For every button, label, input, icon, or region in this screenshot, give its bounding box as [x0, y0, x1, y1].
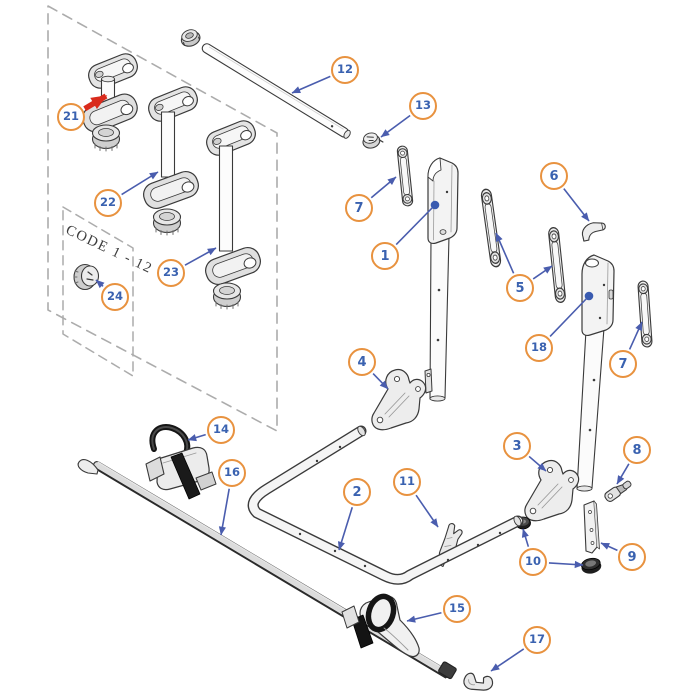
callout-18: 18: [525, 334, 553, 362]
callout-2: 2: [343, 478, 371, 506]
part-13-cap: [362, 132, 384, 149]
part-21-clamp: [78, 49, 142, 152]
callout-14: 14: [207, 416, 235, 444]
part-8-latch: [604, 480, 632, 502]
part-17-clip: [463, 672, 494, 691]
part-7-link-left: [396, 145, 414, 207]
callout-16: 16: [218, 459, 246, 487]
part-7-link-right: [637, 280, 653, 348]
callout-24: 24: [101, 283, 129, 311]
part-22-clamp: [139, 82, 203, 236]
part-5-link-b: [547, 226, 567, 304]
callout-3: 3: [503, 432, 531, 460]
part-18-post: [576, 254, 615, 492]
callout-23: 23: [157, 259, 185, 287]
callout-12: 12: [331, 56, 359, 84]
part-14-buckle: [145, 424, 217, 500]
part-5-link-a: [479, 187, 503, 269]
callout-13: 13: [409, 92, 437, 120]
callout-5: 5: [506, 274, 534, 302]
callout-9: 9: [618, 543, 646, 571]
part-23-clamp: [201, 116, 265, 310]
callout-21: 21: [57, 103, 85, 131]
part-24-lock-knob: [73, 263, 100, 291]
callout-10: 10: [519, 548, 547, 576]
callout-15: 15: [443, 595, 471, 623]
part-10-grommet-b: [581, 557, 602, 574]
part-12-cross-tube: [201, 43, 351, 139]
part-12-end-cap: [180, 29, 201, 47]
callout-17: 17: [523, 626, 551, 654]
callout-22: 22: [94, 189, 122, 217]
part-1-post: [424, 157, 459, 402]
callout-1: 1: [371, 242, 399, 270]
dashed-region-outer: [47, 5, 278, 432]
part-6-clip: [581, 222, 606, 242]
part-9-plate: [583, 500, 600, 554]
callout-11: 11: [393, 468, 421, 496]
callout-7-2: 7: [609, 350, 637, 378]
callout-8: 8: [623, 436, 651, 464]
part-4-bracket: [371, 368, 427, 431]
leader-arrows: [83, 75, 643, 672]
part-3-bracket: [524, 459, 580, 522]
callout-6: 6: [540, 162, 568, 190]
part-15-wheel-cradle: [341, 593, 420, 658]
dashed-region-inner: [62, 206, 134, 377]
part-2-frame: [247, 425, 524, 585]
callout-7: 7: [345, 194, 373, 222]
callout-4: 4: [348, 348, 376, 376]
